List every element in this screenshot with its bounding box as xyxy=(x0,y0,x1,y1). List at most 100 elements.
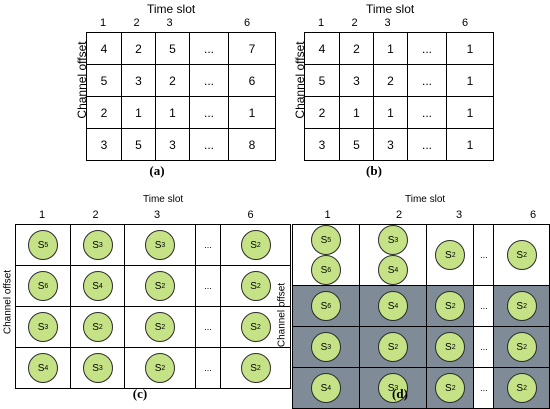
panel-b-cell-r2-c1: 5 xyxy=(304,64,340,97)
panel-b-cell-r2-c4: ... xyxy=(407,64,447,97)
panel-a-cell-r1-c2: 2 xyxy=(121,32,156,65)
panel-a-cell-r4-c4: ... xyxy=(189,128,229,161)
panel-d-label: (d) xyxy=(392,386,408,401)
panel-d-title: Time slot xyxy=(405,194,446,205)
panel-b-cell-r3-c1: 2 xyxy=(304,96,340,129)
panel-a-cell-r2-c3: 2 xyxy=(155,64,190,97)
panel-a-cell-r1-c4: ... xyxy=(189,32,229,65)
panel-a-column-label: 6 xyxy=(243,17,251,29)
panel-a-cell-r2-c4: ... xyxy=(189,64,229,97)
panel-d-cell-r1-c4: ... xyxy=(473,224,495,286)
panel-a-cell-r3-c5: 1 xyxy=(228,96,276,129)
panel-b-cell-r1-c5: 1 xyxy=(446,32,494,65)
panel-d-column-label: 2 xyxy=(395,209,403,221)
panel-b-column-label: 6 xyxy=(461,17,469,29)
panel-a-cell-r4-c5: 8 xyxy=(228,128,276,161)
panel-b-cell-r2-c3: 2 xyxy=(373,64,408,97)
panel-b-cell-r3-c4: ... xyxy=(407,96,447,129)
panel-c-cell-r1-c4: ... xyxy=(195,224,221,266)
panel-d-column-label: 6 xyxy=(529,209,537,221)
panel-c-column-label: 6 xyxy=(247,209,254,221)
panel-b-cell-r4-c5: 1 xyxy=(446,128,494,161)
panel-a-cell-r3-c1: 2 xyxy=(86,96,122,129)
panel-b-cell-r3-c2: 1 xyxy=(339,96,374,129)
panel-b-cell-r4-c2: 5 xyxy=(339,128,374,161)
panel-a-cell-r2-c2: 3 xyxy=(121,64,156,97)
panel-a-label: (a) xyxy=(149,163,165,178)
panel-b-cell-r2-c2: 3 xyxy=(339,64,374,97)
panel-b-cell-r4-c1: 3 xyxy=(304,128,340,161)
panel-a-column-label: 2 xyxy=(133,17,140,29)
panel-c-ylabel: Channel offset xyxy=(2,269,14,335)
panel-d-column-label: 3 xyxy=(455,209,463,221)
panel-b-cell-r2-c5: 1 xyxy=(446,64,494,97)
panel-d-cell-r4-c4: ... xyxy=(473,367,495,409)
panel-a-cell-r4-c1: 3 xyxy=(86,128,122,161)
panel-b-label: (b) xyxy=(366,163,382,178)
panel-a-column-label: 1 xyxy=(99,17,107,29)
panel-a-column-label: 3 xyxy=(166,17,173,29)
panel-c-column-label: 1 xyxy=(38,209,46,221)
panel-a-cell-r1-c5: 7 xyxy=(228,32,276,65)
panel-b-cell-r3-c3: 1 xyxy=(373,96,408,129)
panel-c-cell-r2-c4: ... xyxy=(195,265,221,307)
panel-a-cell-r1-c1: 4 xyxy=(86,32,122,65)
panel-a-cell-r4-c2: 5 xyxy=(121,128,156,161)
panel-c-column-label: 3 xyxy=(153,209,161,221)
panel-a-cell-r4-c3: 3 xyxy=(155,128,190,161)
panel-b-cell-r4-c3: 3 xyxy=(373,128,408,161)
panel-b-cell-r1-c2: 2 xyxy=(339,32,374,65)
